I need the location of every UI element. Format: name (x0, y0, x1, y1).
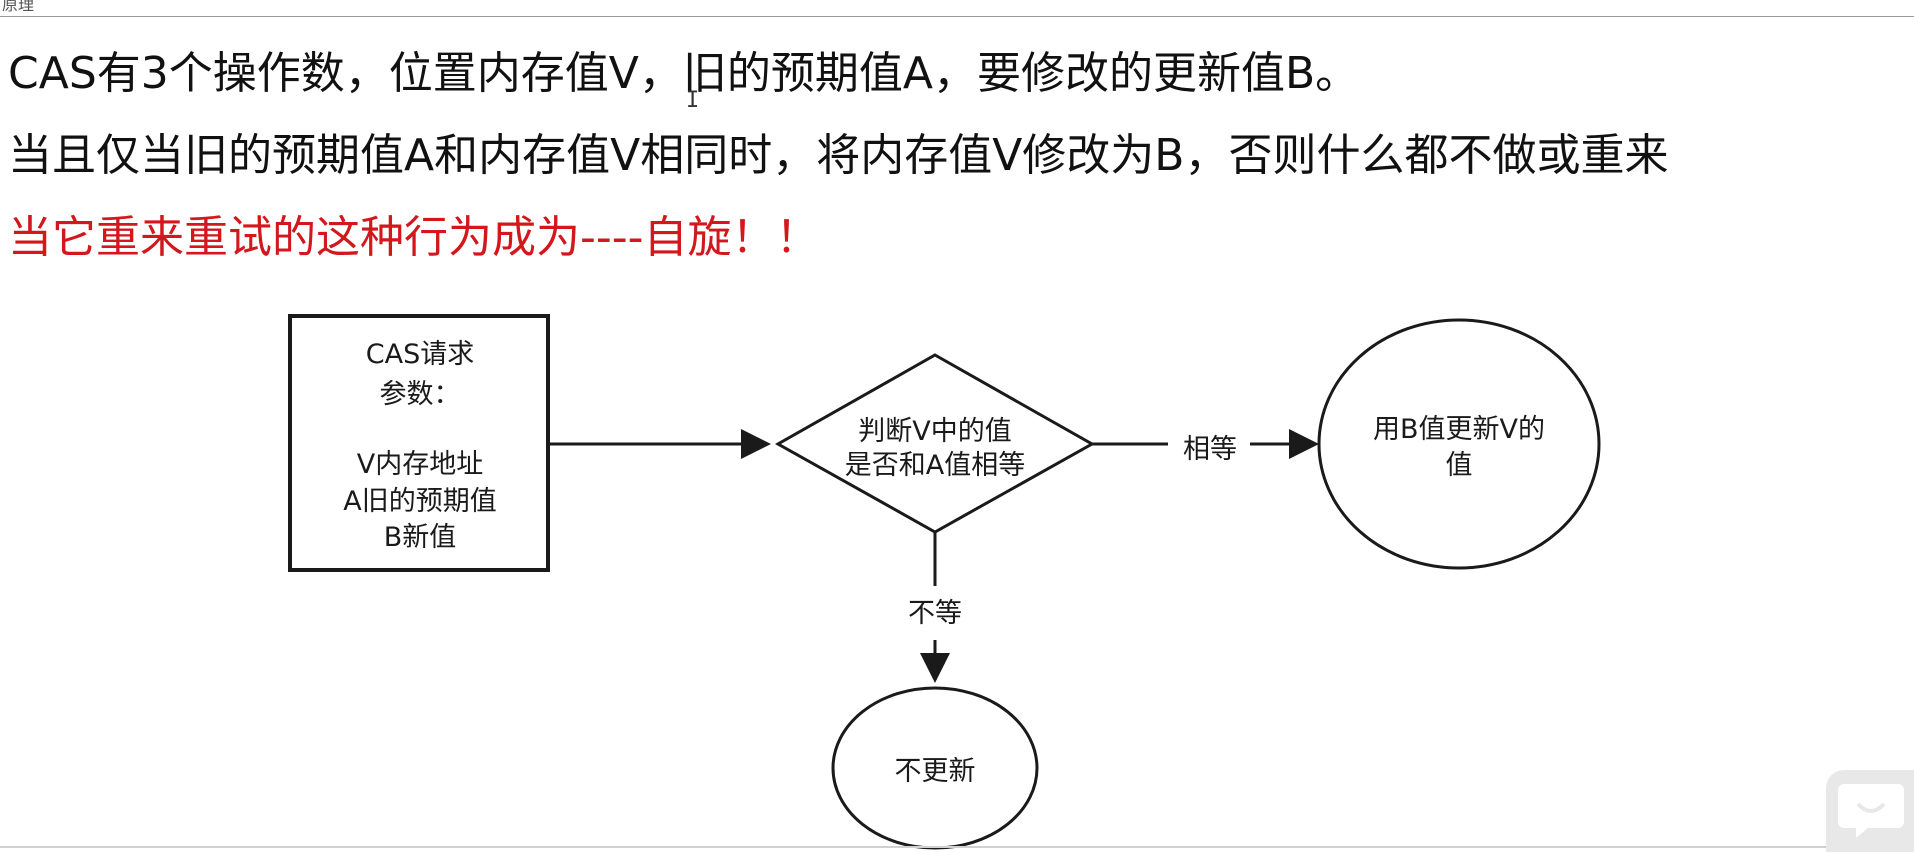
update-node-line-2: 值 (1446, 450, 1473, 481)
chat-widget[interactable] (1826, 770, 1914, 852)
text-line-1: CAS有3个操作数，位置内存值V，旧的预期值A，要修改的更新值B。 (8, 48, 1360, 99)
window-title: 原理 (2, 0, 35, 14)
update-node-line-1: 用B值更新V的 (1373, 414, 1545, 445)
title-bar: 原理 (0, 0, 1914, 17)
no-update-node-label: 不更新 (895, 756, 976, 787)
text-cursor-icon: I (686, 88, 700, 113)
text-line-3-highlight: 当它重来重试的这种行为成为----自旋！！ (8, 212, 820, 263)
equal-label: 相等 (1183, 434, 1237, 465)
request-box (288, 314, 550, 572)
request-box-line-1: CAS请求 (366, 339, 474, 370)
decision-line-2: 是否和A值相等 (845, 450, 1025, 481)
text-line-2: 当且仅当旧的预期值A和内存值V相同时，将内存值V修改为B，否则什么都不做或重来 (8, 130, 1669, 181)
not-equal-label: 不等 (908, 598, 962, 629)
update-node (1317, 318, 1601, 570)
bottom-divider (0, 846, 1914, 848)
no-update-node (831, 686, 1039, 850)
request-box-line-2: 参数： (380, 379, 461, 410)
request-box-line-4: V内存地址 (357, 449, 483, 480)
chat-bubble-icon (1836, 778, 1906, 850)
decision-line-1: 判断V中的值 (858, 416, 1011, 447)
request-box-line-6: B新值 (384, 522, 457, 553)
request-box-line-5: A旧的预期值 (343, 486, 496, 517)
